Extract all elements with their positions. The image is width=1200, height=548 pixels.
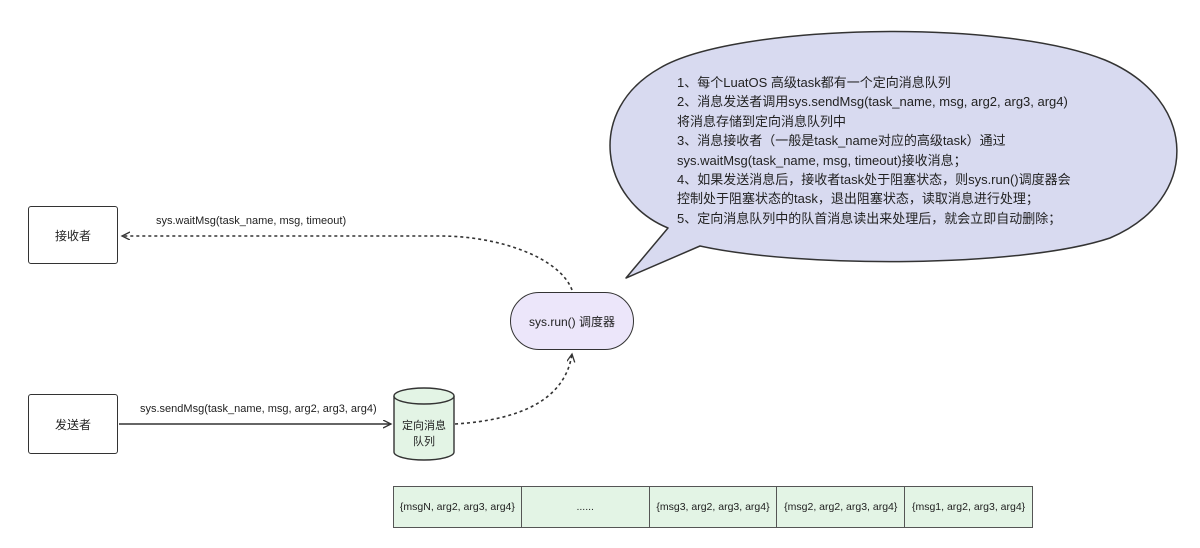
bubble-line: 4、如果发送消息后，接收者task处于阻塞状态，则sys.run()调度器会	[677, 172, 1071, 188]
receiver-label: 接收者	[54, 228, 91, 243]
bubble-line: 5、定向消息队列中的队首消息读出来处理后，就会立即自动删除；	[677, 210, 1062, 226]
queue-label-line1: 定向消息	[402, 420, 446, 432]
message-queue-table: {msgN, arg2, arg3, arg4} ...... {msg3, a…	[393, 486, 1033, 528]
scheduler-label: sys.run() 调度器	[528, 314, 615, 329]
bubble-line: 2、消息发送者调用sys.sendMsg(task_name, msg, arg…	[677, 94, 1068, 110]
bubble-text: 1、每个LuatOS 高级task都有一个定向消息队列 2、消息发送者调用sys…	[677, 73, 1117, 228]
queue-to-scheduler-arrow	[454, 354, 572, 425]
sender-node: 发送者	[28, 394, 118, 454]
queue-cell: {msg2, arg2, arg3, arg4}	[777, 487, 906, 527]
queue-cylinder-body	[393, 396, 455, 461]
wait-msg-arrow	[122, 236, 573, 291]
bubble-line: 控制处于阻塞状态的task，退出阻塞状态，读取消息进行处理；	[677, 191, 1039, 207]
queue-label: 定向消息 队列	[394, 418, 454, 450]
speech-bubble	[609, 30, 1178, 279]
sender-label: 发送者	[54, 417, 91, 432]
receiver-node: 接收者	[28, 206, 118, 264]
bubble-line: 将消息存储到定向消息队列中	[677, 113, 847, 129]
queue-cylinder	[393, 387, 455, 461]
queue-cell: ......	[522, 487, 650, 527]
speech-bubble-shape	[609, 30, 1178, 279]
queue-cell: {msg3, arg2, arg3, arg4}	[650, 487, 778, 527]
queue-cell: {msg1, arg2, arg3, arg4}	[911, 501, 1026, 513]
send-msg-label: sys.sendMsg(task_name, msg, arg2, arg3, …	[140, 403, 377, 415]
bubble-line: 3、消息接收者（一般是task_name对应的高级task）通过	[677, 133, 1006, 149]
queue-cell: {msgN, arg2, arg3, arg4}	[394, 487, 522, 527]
queue-label-line2: 队列	[413, 436, 435, 448]
scheduler-node: sys.run() 调度器	[510, 292, 634, 350]
queue-cylinder-top	[393, 387, 455, 405]
bubble-line: sys.waitMsg(task_name, msg, timeout)接收消息…	[677, 152, 967, 168]
wait-msg-label: sys.waitMsg(task_name, msg, timeout)	[156, 215, 347, 227]
bubble-line: 1、每个LuatOS 高级task都有一个定向消息队列	[677, 75, 951, 90]
